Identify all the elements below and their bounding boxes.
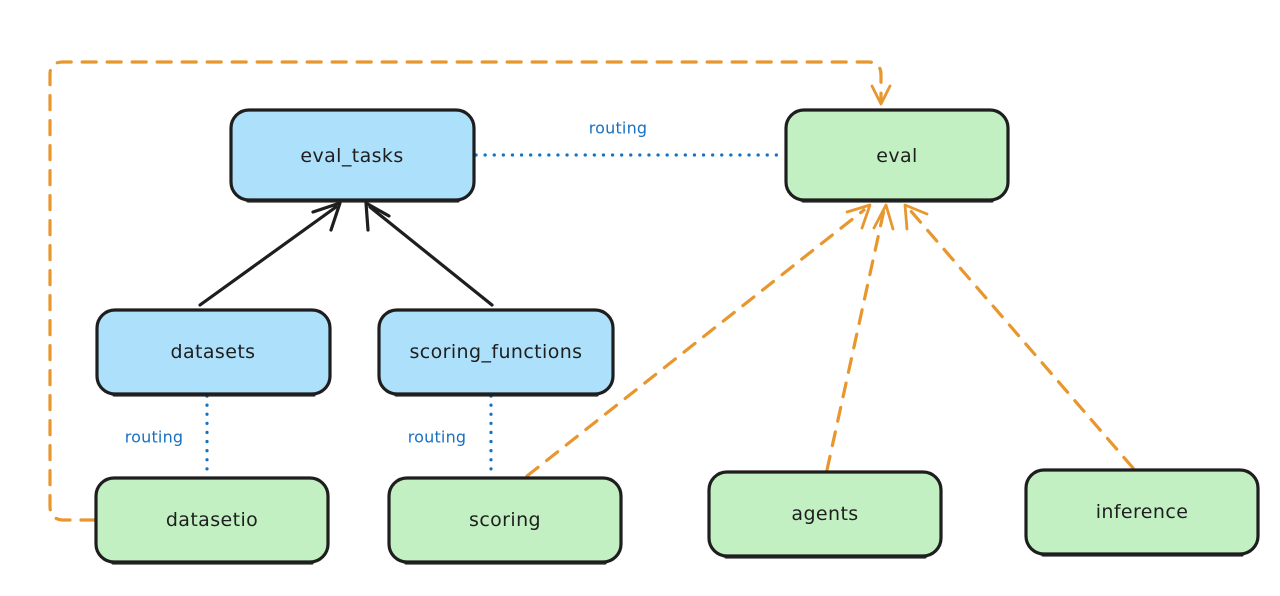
node-scoring-label: scoring [469,509,541,531]
edge-agents-eval [825,203,895,472]
edge-inference-eval [903,203,1135,470]
node-eval-shape [784,108,1010,202]
edge-scoring-eval [525,203,872,478]
edge-scoring_functions-eval_tasks-arrowhead [364,201,391,232]
node-eval_tasks[interactable]: eval_tasks [229,108,476,203]
node-agents[interactable]: agents [707,470,943,559]
edge-scoring-eval-line [525,208,866,478]
node-agents-shape [707,470,943,558]
node-agents-label: agents [791,503,858,525]
node-datasetio-label: datasetio [166,509,258,531]
edge-datasets-eval_tasks-arrowhead [311,201,342,232]
node-scoring[interactable]: scoring [387,476,623,565]
node-datasets-shape [95,308,332,396]
node-eval_tasks-label: eval_tasks [300,145,403,167]
edge-datasetio-eval-arrowhead [870,84,892,106]
node-datasetio[interactable]: datasetio [94,476,330,565]
node-scoring_functions-label: scoring_functions [410,341,583,363]
edge-datasets-eval_tasks [198,201,342,307]
edge-scoring_functions-eval_tasks [364,201,494,307]
node-scoring_functions[interactable]: scoring_functions [377,308,615,397]
node-datasets-label: datasets [171,341,256,363]
edge-label-routing-datasets-datasetio: routing [125,428,184,447]
node-eval[interactable]: eval [784,108,1010,203]
node-scoring_functions-shape [377,308,615,396]
edge-inference-eval-arrowhead [903,203,929,231]
node-datasetio-shape [94,476,330,564]
node-eval-label: eval [876,145,917,167]
node-eval_tasks-shape [229,108,476,202]
edge-inference-eval-line [908,208,1135,470]
edge-scoring-eval-arrowhead [845,203,872,230]
node-inference[interactable]: inference [1024,468,1260,557]
edge-label-routing-eval_tasks-eval: routing [589,119,648,138]
edge-scoring_functions-eval_tasks-line [368,205,494,307]
edge-agents-eval-line [825,208,886,472]
edge-agents-eval-arrowhead [872,203,895,231]
edge-label-routing-scoring_functions-scoring: routing [408,428,467,447]
edge-datasetio-eval [48,60,892,522]
node-scoring-shape [387,476,623,564]
edge-datasets-eval_tasks-line [198,205,338,307]
node-datasets[interactable]: datasets [95,308,332,397]
node-inference-label: inference [1096,501,1189,523]
node-inference-shape [1024,468,1260,556]
